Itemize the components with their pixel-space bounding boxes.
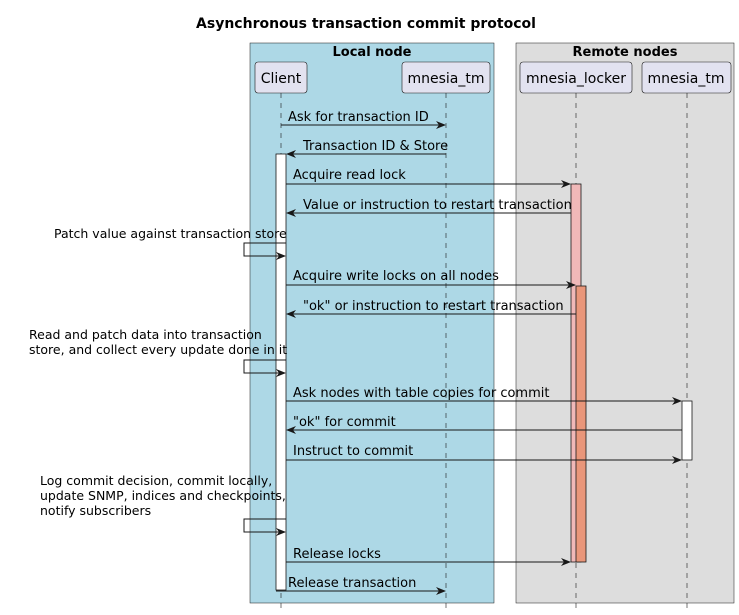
message-read-reply: Value or instruction to restart transact… <box>286 198 572 217</box>
message-acquire-read-lock: Acquire read lock <box>286 168 571 188</box>
self-message-log-commit-line-1: Log commit decision, commit locally, <box>40 473 272 488</box>
message-acquire-write-locks: Acquire write locks on all nodes <box>286 269 576 289</box>
participant-client: Client <box>254 61 308 94</box>
message-ok-commit: "ok" for commit <box>286 415 682 434</box>
local-node-box-title: Local node <box>333 45 412 60</box>
participant-local-tm-label: mnesia_tm <box>407 71 484 87</box>
self-message-patch-label: Patch value against transaction store <box>54 226 287 241</box>
participant-client-label: Client <box>261 71 302 87</box>
self-message-read-patch-line-2: store, and collect every update done in … <box>29 342 287 357</box>
message-write-reply: "ok" or instruction to restart transacti… <box>286 299 576 318</box>
participant-locker: mnesia_locker <box>519 61 633 94</box>
message-instruct-commit: Instruct to commit <box>286 444 682 464</box>
self-message-read-patch-line-1: Read and patch data into transaction <box>29 327 262 342</box>
diagram-title: Asynchronous transaction commit protocol <box>196 16 536 32</box>
client-activation <box>275 153 287 591</box>
message-ask-transaction-id-label: Ask for transaction ID <box>288 110 429 125</box>
self-message-log-commit-line-2: update SNMP, indices and checkpoints, <box>40 488 286 503</box>
message-release-locks: Release locks <box>286 547 571 566</box>
message-ok-commit-label: "ok" for commit <box>293 415 396 430</box>
self-message-log-commit: Log commit decision, commit locally, upd… <box>40 473 286 536</box>
message-instruct-commit-label: Instruct to commit <box>293 444 413 459</box>
self-message-log-commit-line-3: notify subscribers <box>40 503 151 518</box>
message-write-reply-label: "ok" or instruction to restart transacti… <box>303 299 564 314</box>
self-message-patch: Patch value against transaction store <box>54 226 287 260</box>
message-transaction-id-store-label: Transaction ID & Store <box>302 139 448 154</box>
message-release-transaction-label: Release transaction <box>288 576 416 591</box>
local-node-box <box>249 42 495 604</box>
message-read-reply-label: Value or instruction to restart transact… <box>303 198 572 213</box>
self-message-read-patch: Read and patch data into transaction sto… <box>29 327 287 377</box>
write-lock-activation <box>575 285 587 563</box>
participant-local-tm: mnesia_tm <box>401 61 491 94</box>
message-ask-commit: Ask nodes with table copies for commit <box>286 386 682 405</box>
message-ask-commit-label: Ask nodes with table copies for commit <box>293 386 549 401</box>
participant-locker-label: mnesia_locker <box>526 71 626 87</box>
message-acquire-read-lock-label: Acquire read lock <box>293 168 406 183</box>
message-ask-transaction-id: Ask for transaction ID <box>281 110 446 129</box>
remote-nodes-box-title: Remote nodes <box>573 45 678 60</box>
message-release-transaction: Release transaction <box>276 576 446 595</box>
message-transaction-id-store: Transaction ID & Store <box>286 139 448 158</box>
remote-tm-activation <box>681 400 693 461</box>
participant-remote-tm-label: mnesia_tm <box>647 71 724 87</box>
message-acquire-write-locks-label: Acquire write locks on all nodes <box>293 269 499 284</box>
message-release-locks-label: Release locks <box>293 547 381 562</box>
remote-nodes-box <box>515 42 735 604</box>
participant-remote-tm: mnesia_tm <box>641 61 732 94</box>
